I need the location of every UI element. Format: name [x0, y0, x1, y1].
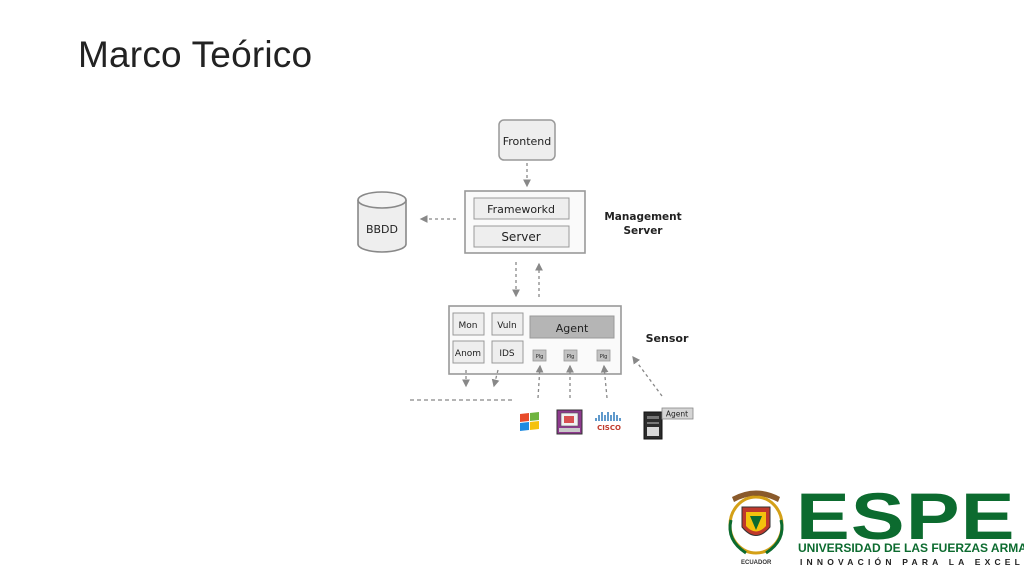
framework-label: Frameworkd — [487, 203, 555, 216]
slide-title: Marco Teórico — [78, 34, 313, 75]
windows-icon — [520, 412, 539, 431]
management-server-box: Frameworkd Server — [464, 190, 586, 254]
plugin-1: Plg — [536, 354, 544, 360]
cisco-label: CISCO — [597, 424, 621, 432]
cisco-to-plugin-arrow — [600, 364, 609, 399]
espe-seal-icon — [728, 490, 784, 555]
remote-agent-icon: Agent — [643, 407, 694, 440]
remote-agent-arrow — [632, 355, 663, 397]
sensor-label: Sensor — [646, 332, 689, 345]
module-anom: Anom — [455, 349, 481, 359]
plugin-3: Plg — [600, 354, 608, 360]
sensor-box: Mon Vuln Anom IDS Agent Plg Plg Plg — [448, 305, 622, 375]
server-label: Server — [501, 230, 540, 244]
seal-caption: ECUADOR — [741, 560, 772, 566]
university-motto: INNOVACIÓN PARA LA EXCELENCIA — [800, 557, 1024, 567]
frontend-label: Frontend — [503, 135, 552, 148]
module-mon: Mon — [459, 321, 478, 331]
plugin-2: Plg — [567, 354, 575, 360]
espe-wordmark: ESPE — [796, 479, 1016, 553]
university-name: UNIVERSIDAD DE LAS FUERZAS ARMADAS — [798, 541, 1024, 555]
ids-output-arrow — [491, 369, 500, 388]
management-label-line2: Server — [623, 225, 663, 237]
management-label-line1: Management — [604, 211, 681, 223]
database-cylinder: BBDD — [357, 191, 407, 253]
remote-agent-label: Agent — [666, 410, 688, 419]
windows-to-plugin-arrow — [535, 364, 544, 399]
agent-label: Agent — [556, 322, 589, 335]
monitor-icon — [556, 409, 583, 435]
database-label: BBDD — [366, 223, 398, 236]
frontend-box: Frontend — [498, 119, 556, 161]
module-ids: IDS — [499, 349, 515, 359]
module-vuln: Vuln — [497, 321, 516, 331]
cisco-icon: CISCO — [595, 412, 621, 432]
